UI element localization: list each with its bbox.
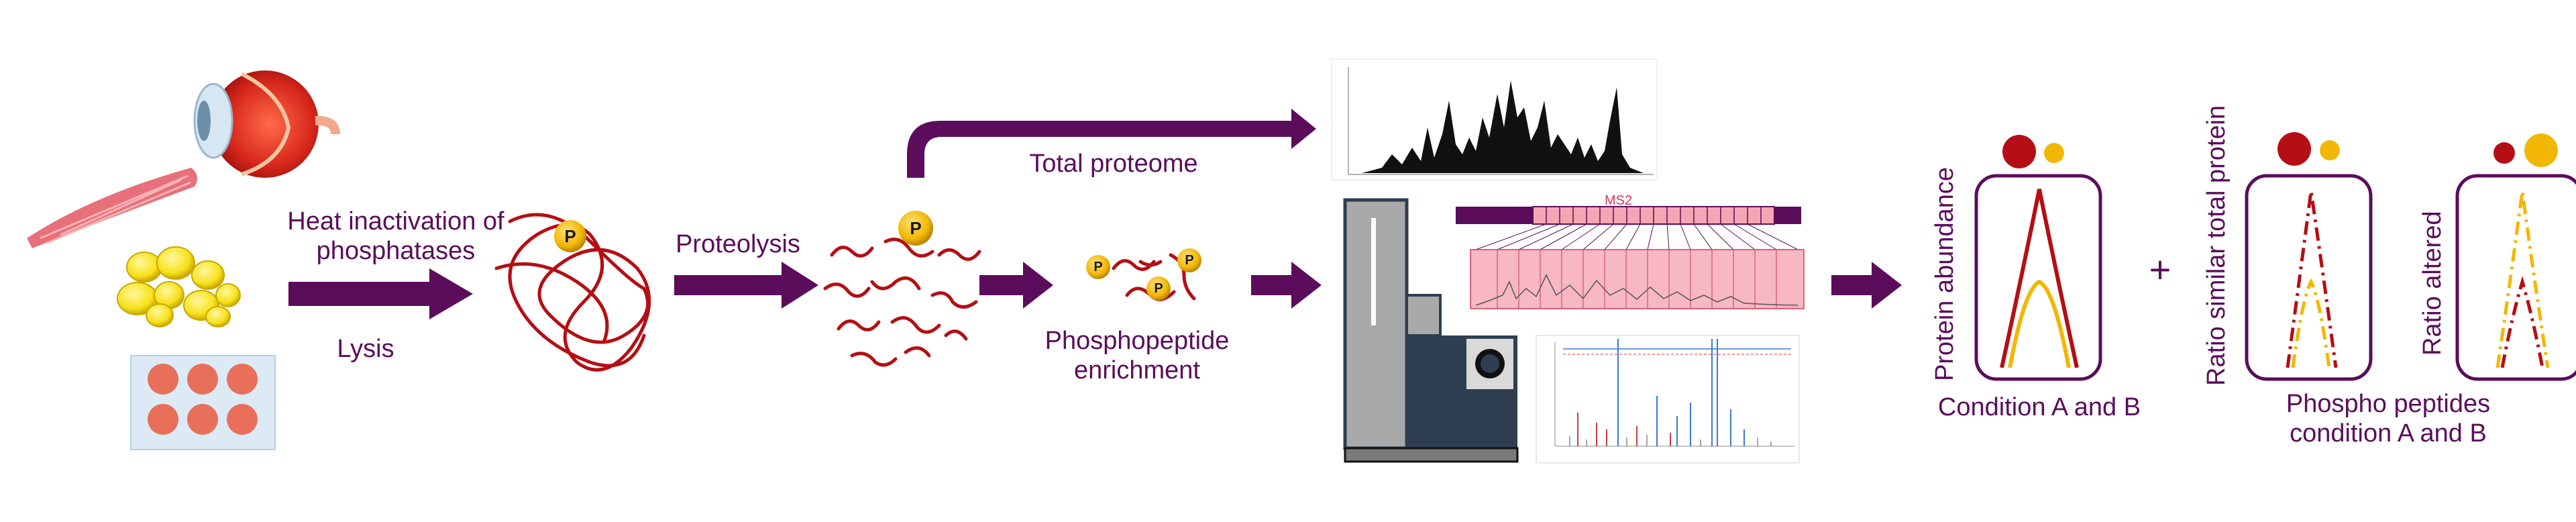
protein-tangle [494, 213, 651, 372]
arrow-total-proteome [907, 109, 1316, 178]
annotated-ms2-spectrum [1536, 335, 1800, 464]
arrow-enrichment [979, 262, 1053, 309]
phospho-label-enriched-1: P [1093, 260, 1103, 274]
ratio-similar-label: Ratio similar total protein [2202, 105, 2231, 386]
phospho-condition-label: Phospho peptides condition A and B [2286, 390, 2491, 448]
phospho-label-enriched-3: P [1154, 281, 1163, 296]
cell-culture-plate-icon [130, 355, 276, 450]
arrow-proteolysis [674, 262, 818, 309]
lysis-label: Lysis [337, 335, 394, 363]
enriched-phosphopeptides [1086, 248, 1201, 301]
ms1-spectrum [1331, 58, 1658, 180]
heat-inactivation-label: Heat inactivation of phosphatases [287, 207, 504, 265]
phospho-peptide-icon [898, 211, 933, 246]
proteolysis-label: Proteolysis [676, 230, 800, 258]
arrow-lysis [288, 268, 473, 319]
ms2-label: MS2 [1605, 193, 1633, 208]
plus-sign: + [2149, 248, 2171, 291]
ratio-similar-panel [2245, 132, 2373, 381]
arrow-to-ms [1251, 262, 1322, 309]
peptides [823, 238, 981, 367]
eye-icon [193, 70, 340, 178]
muscle-icon [27, 168, 197, 248]
phospho-label-peptide: P [910, 218, 922, 238]
adipocytes-icon [117, 246, 241, 327]
protein-abundance-label: Protein abundance [1931, 166, 1959, 381]
mass-spectrometer [1343, 198, 1519, 463]
phospho-site-icon [554, 220, 586, 252]
ratio-altered-label: Ratio altered [2418, 211, 2447, 356]
protein-abundance-panel [1974, 135, 2102, 381]
ms2-zoom-lines [1475, 223, 1799, 250]
phospho-label-protein: P [564, 226, 576, 246]
total-proteome-label: Total proteome [1029, 150, 1198, 178]
ms2-bar [1456, 206, 1801, 225]
ratio-altered-panel [2455, 134, 2576, 381]
phosphopeptide-enrichment-label: Phosphopeptide enrichment [1044, 327, 1230, 384]
condition-ab-label: Condition A and B [1937, 393, 2141, 421]
ms2-scan-panel [1470, 249, 1805, 309]
arrow-to-results [1831, 262, 1902, 309]
phospho-label-enriched-2: P [1185, 253, 1194, 268]
